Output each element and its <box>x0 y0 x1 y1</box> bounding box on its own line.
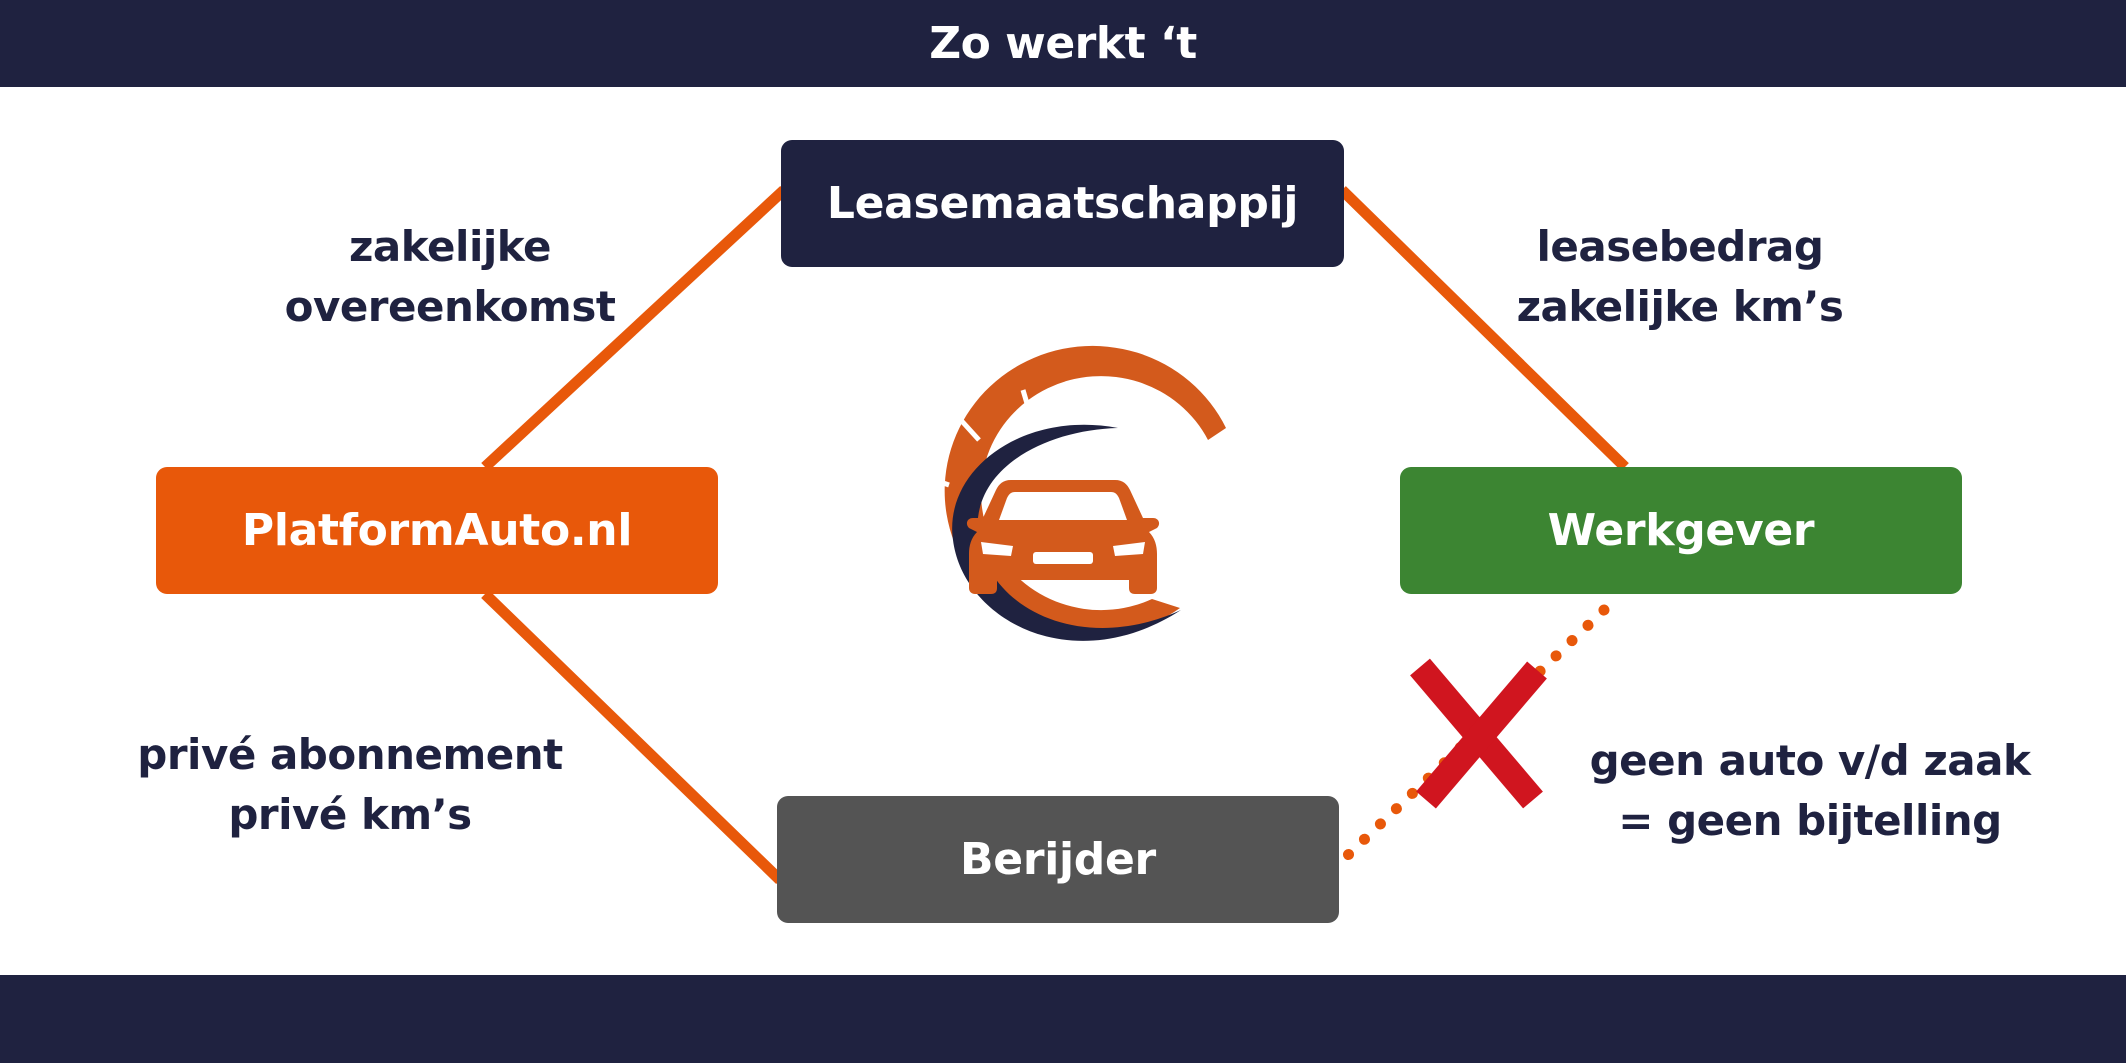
label-platform-driver: privé abonnement privé km’s <box>110 725 590 845</box>
label-platform-lease-line1: zakelijke <box>348 222 552 271</box>
page-title: Zo werkt ‘t <box>929 18 1197 69</box>
connector-lease-employer <box>1338 186 1629 471</box>
label-lease-employer: leasebedrag zakelijke km’s <box>1450 217 1910 337</box>
car-speedometer-logo-icon <box>912 345 1226 674</box>
node-platform: PlatformAuto.nl <box>156 467 718 594</box>
label-platform-driver-line1: privé abonnement <box>137 730 563 779</box>
label-platform-lease: zakelijke overeenkomst <box>240 217 660 337</box>
label-employer-driver-line1: geen auto v/d zaak <box>1589 736 2031 785</box>
footer-bar <box>0 975 2126 1063</box>
label-lease-employer-line1: leasebedrag <box>1536 222 1824 271</box>
label-platform-driver-line2: privé km’s <box>228 790 472 839</box>
connector-platform-driver <box>481 590 784 884</box>
label-employer-driver-line2: = geen bijtelling <box>1618 796 2002 845</box>
header-bar <box>0 0 2126 87</box>
label-lease-employer-line2: zakelijke km’s <box>1516 282 1844 331</box>
node-employer: Werkgever <box>1400 467 1962 594</box>
label-platform-lease-line2: overeenkomst <box>284 282 616 331</box>
connector-platform-lease <box>481 185 788 472</box>
node-driver: Berijder <box>777 796 1339 923</box>
node-lease-company: Leasemaatschappij <box>781 140 1344 267</box>
red-cross-icon <box>1410 658 1547 809</box>
label-employer-driver: geen auto v/d zaak = geen bijtelling <box>1560 731 2060 851</box>
